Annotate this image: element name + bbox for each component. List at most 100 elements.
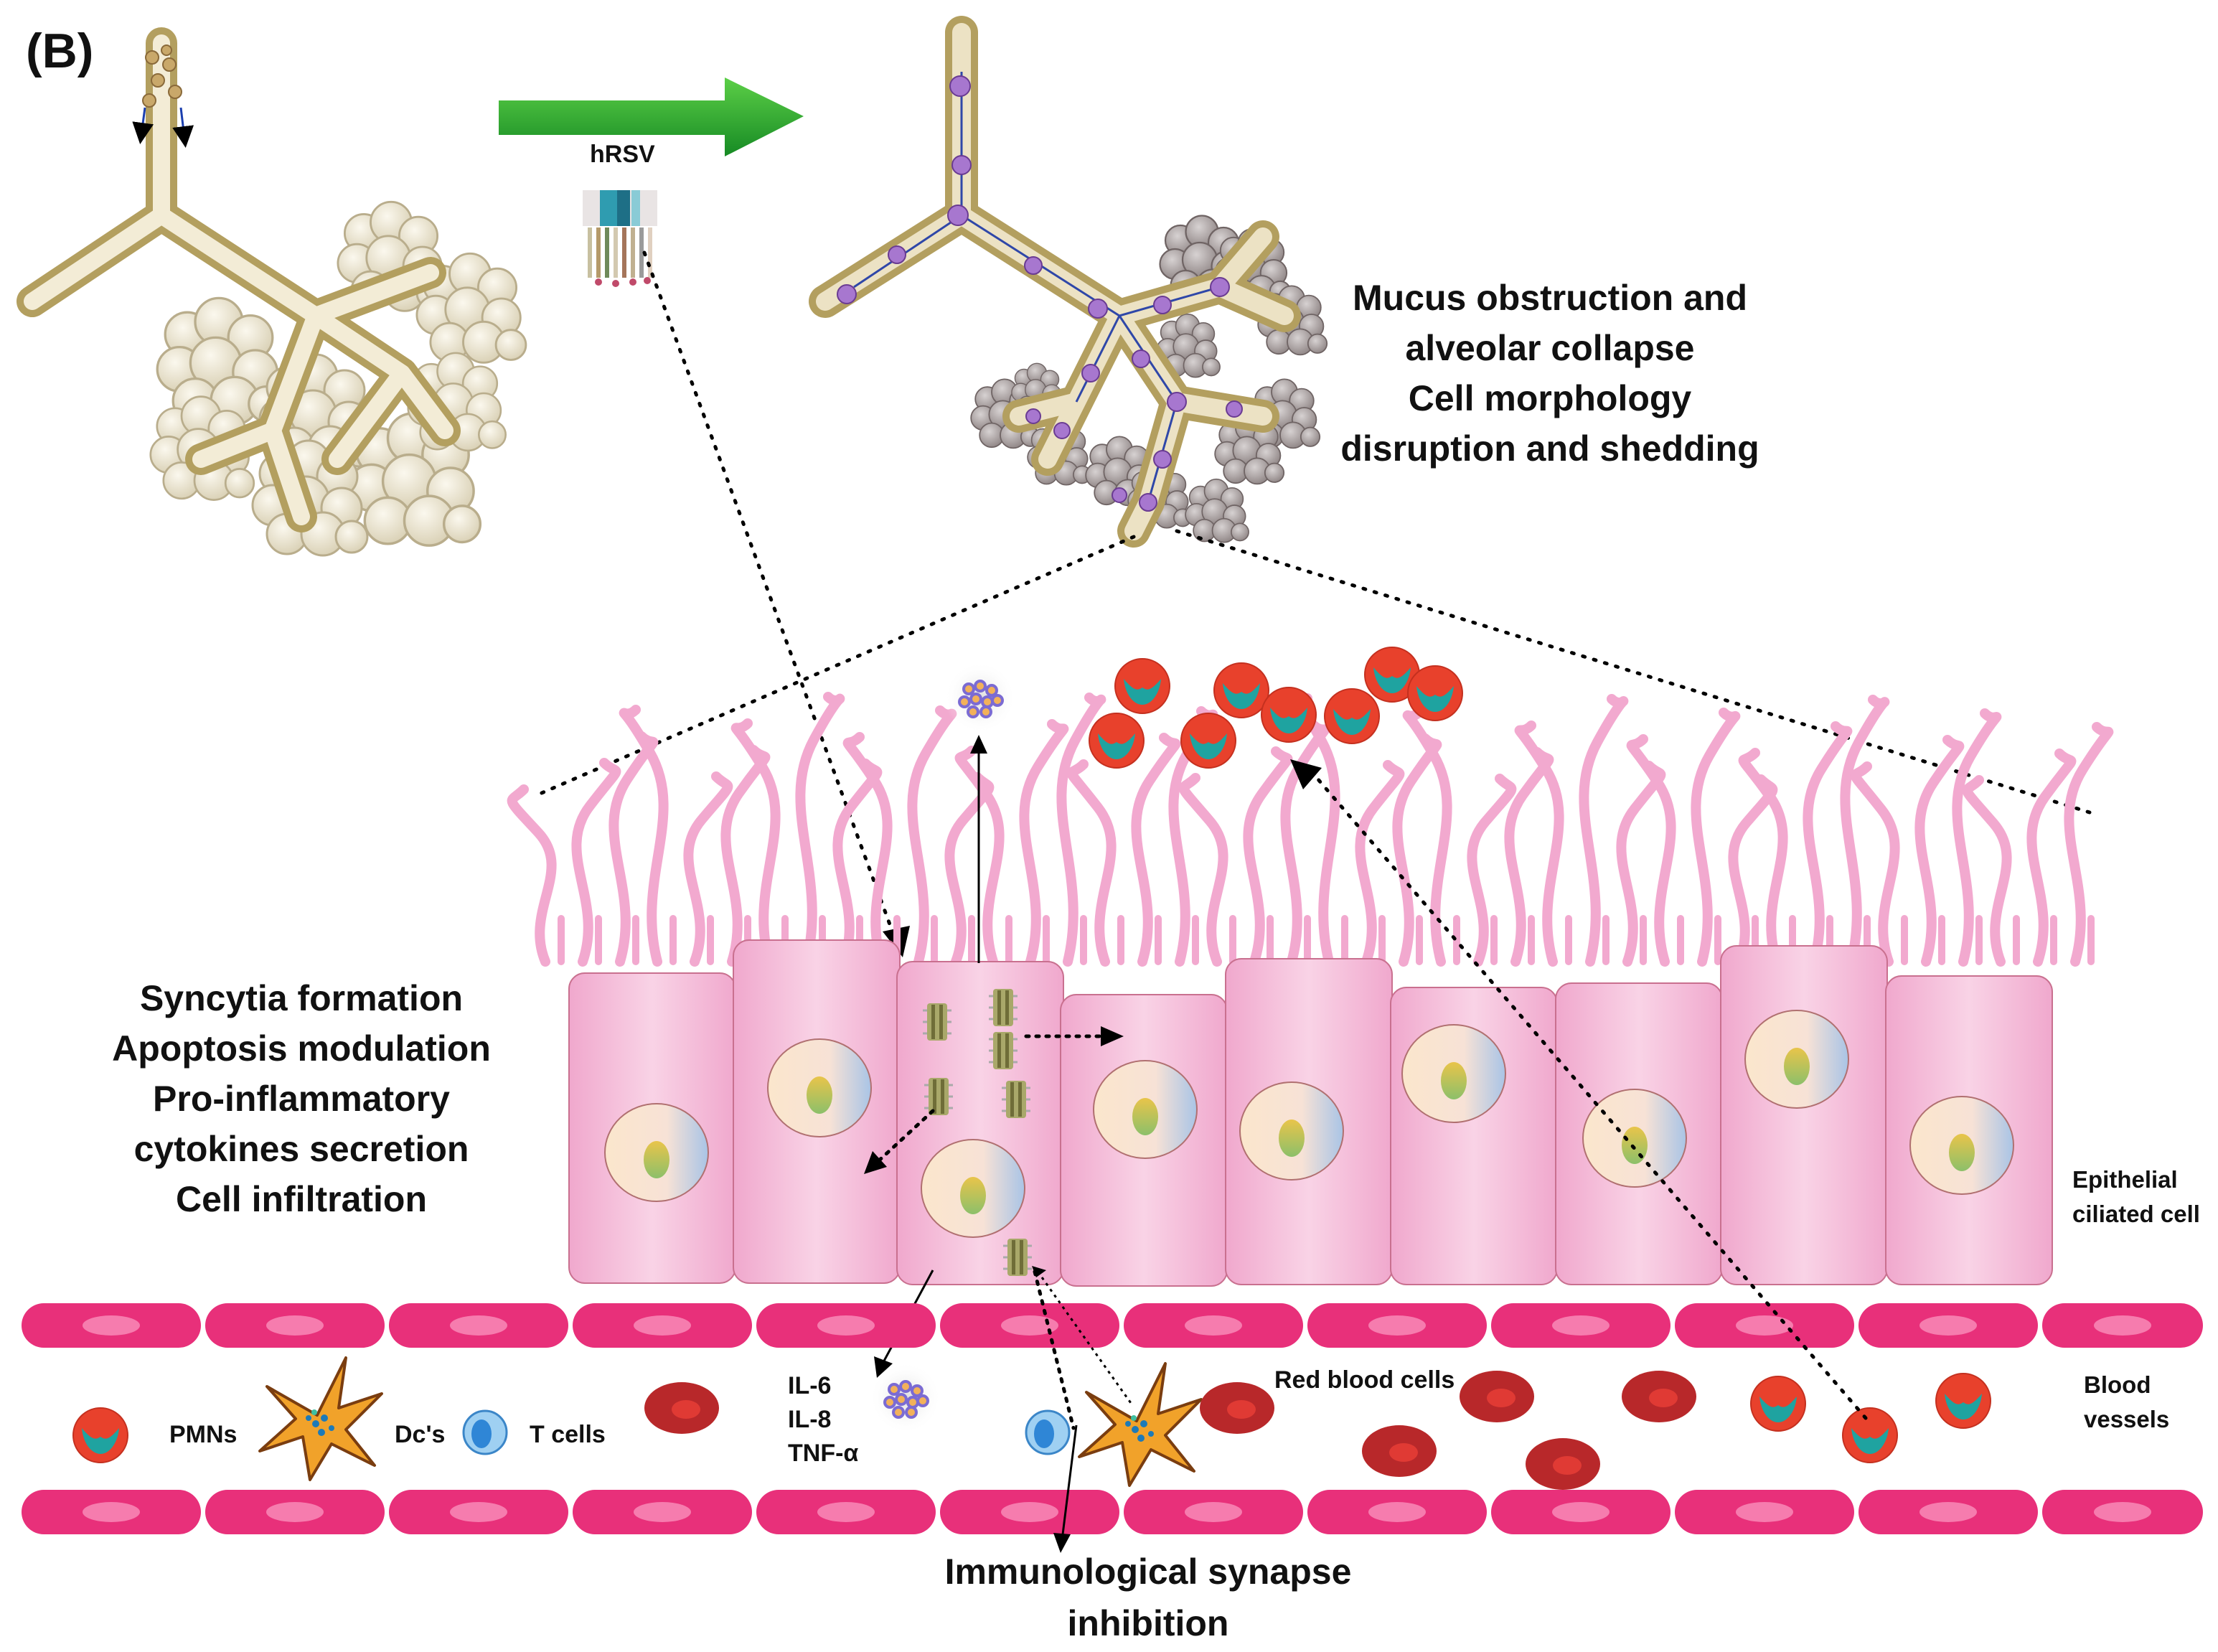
cytokine-label: IL-8 — [788, 1406, 832, 1433]
endothelial-nucleus — [1552, 1315, 1610, 1336]
panel-label: (B) — [26, 24, 94, 78]
cilium — [1056, 693, 1106, 967]
cilium — [608, 731, 659, 967]
cilium — [1243, 746, 1293, 967]
synapse-label: Immunological synapse inhibition — [861, 1546, 1435, 1649]
endothelial-nucleus — [450, 1502, 507, 1522]
endothelial-nucleus — [1736, 1502, 1793, 1522]
blood-vessel-wall-bottom — [22, 1490, 2203, 1534]
epithelial-effect-line: Syncytia formation — [139, 978, 464, 1018]
cilium — [1392, 733, 1442, 967]
virus-label: hRSV — [590, 141, 655, 168]
endothelial-nucleus — [2094, 1502, 2151, 1522]
endothelial-nucleus — [83, 1502, 140, 1522]
endothelial-nucleus — [1001, 1315, 1058, 1336]
airway-effect-line: Mucus obstruction and — [1353, 278, 1747, 318]
cilium — [1355, 760, 1405, 967]
cilium — [1626, 734, 1676, 967]
blood-vessel-wall-top — [22, 1303, 2203, 1348]
cilium — [1402, 707, 1452, 967]
released-virus-particles — [943, 660, 1018, 735]
blood-vessels-label: Blood vessels — [2084, 1371, 2170, 1432]
endothelial-nucleus — [634, 1315, 691, 1336]
airway-effect-line: Cell morphology — [1408, 378, 1692, 418]
pmns-label: PMNs — [169, 1421, 238, 1448]
cilium — [1178, 773, 1228, 967]
endothelial-nucleus — [1368, 1502, 1426, 1522]
synapse-label-line: inhibition — [1067, 1603, 1229, 1643]
t-cells-label: T cells — [530, 1421, 606, 1448]
endothelial-nucleus — [83, 1315, 140, 1336]
cytokine-list: IL-6 IL-8 TNF-α — [788, 1369, 858, 1470]
cilium — [1514, 721, 1564, 967]
epithelial-effects-text: Syncytia formation Apoptosis modulation … — [50, 973, 553, 1224]
cilium — [1952, 708, 2002, 967]
endothelial-nucleus — [450, 1315, 507, 1336]
cilium — [1616, 761, 1666, 967]
dcs-label: Dc's — [395, 1421, 446, 1448]
cilium — [1280, 720, 1330, 967]
endothelial-nucleus — [1001, 1502, 1058, 1522]
cytokine-label: IL-6 — [788, 1372, 832, 1399]
pmn-migration-arrow — [1290, 759, 1868, 1420]
cilium — [1803, 721, 1853, 967]
hrsv-virion-icon — [583, 190, 657, 287]
cilium — [1850, 761, 1900, 967]
cilia — [507, 692, 2114, 967]
synapse-label-line: Immunological synapse — [944, 1552, 1352, 1592]
cilium — [1066, 759, 1117, 967]
zoom-guide-lines — [535, 529, 2092, 815]
cell-arrows — [864, 735, 1124, 1378]
cilium — [2064, 722, 2114, 967]
airway-effects-text: Mucus obstruction and alveolar collapse … — [1320, 273, 1780, 474]
cilium — [720, 745, 771, 967]
cilium — [944, 772, 995, 967]
cilium — [619, 705, 669, 967]
cilium — [1962, 775, 2012, 967]
cilium — [507, 784, 557, 967]
airway-effect-line: disruption and shedding — [1340, 428, 1759, 469]
endothelial-nucleus — [1736, 1315, 1793, 1336]
endothelial-nucleus — [2094, 1315, 2151, 1336]
cilium — [1504, 747, 1554, 967]
red-blood-cells-label: Red blood cells — [1274, 1366, 1455, 1394]
cilium — [1467, 774, 1517, 967]
cilium — [795, 692, 845, 967]
endothelial-nucleus — [817, 1502, 875, 1522]
endothelial-nucleus — [1919, 1315, 1977, 1336]
endothelial-nucleus — [1552, 1502, 1610, 1522]
cilium — [1738, 748, 1788, 967]
epithelial-effect-line: Cell infiltration — [176, 1179, 427, 1219]
cilium — [1579, 694, 1629, 967]
epithelial-effect-line: cytokines secretion — [133, 1129, 469, 1169]
cilium — [1728, 774, 1778, 967]
endothelial-nucleus — [634, 1502, 691, 1522]
cilium — [1019, 719, 1069, 967]
epithelial-effect-line: Pro-inflammatory — [153, 1079, 450, 1119]
cilium — [2026, 748, 2077, 967]
cilium — [954, 746, 1005, 967]
endothelial-nucleus — [1185, 1502, 1242, 1522]
healthy-lung-airway — [17, 27, 527, 557]
cilium — [1914, 735, 1965, 967]
airway-effect-line: alveolar collapse — [1405, 328, 1695, 368]
cilium — [1840, 695, 1890, 967]
cytokine-label: TNF-α — [788, 1440, 859, 1467]
endothelial-nucleus — [1368, 1315, 1426, 1336]
synapse-arrows — [1032, 1266, 1134, 1553]
endothelial-nucleus — [817, 1315, 875, 1336]
cilium — [1691, 708, 1741, 967]
endothelial-nucleus — [1919, 1502, 1977, 1522]
vessel-cells — [72, 1356, 1991, 1490]
endothelial-nucleus — [1185, 1315, 1242, 1336]
cilium — [832, 759, 883, 967]
epithelial-effect-line: Apoptosis modulation — [112, 1028, 491, 1069]
infected-lung-airway — [809, 16, 1328, 548]
infection-arrow — [499, 78, 804, 156]
cilium — [1131, 733, 1181, 967]
cilium — [683, 771, 733, 967]
endothelial-nucleus — [266, 1315, 324, 1336]
cilium — [842, 732, 893, 967]
cilium — [730, 718, 781, 967]
